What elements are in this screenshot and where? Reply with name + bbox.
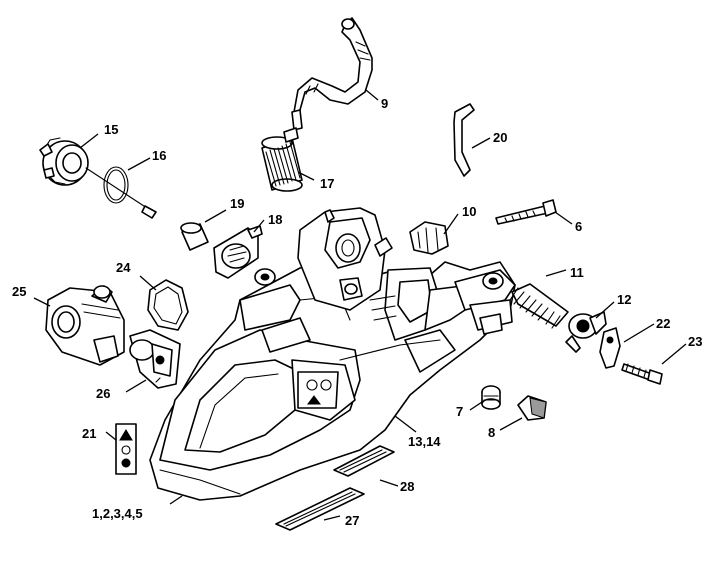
part-9-hose [291, 17, 373, 131]
callout-16: 16 [152, 148, 166, 163]
part-18-cover [213, 225, 263, 279]
part-24-gasket [147, 279, 189, 331]
part-21-label [115, 423, 137, 475]
part-26-bracket [129, 329, 181, 389]
callout-12: 12 [617, 292, 631, 307]
part-22-bracket [599, 327, 621, 369]
callout-20: 20 [493, 130, 507, 145]
part-housing [149, 207, 516, 501]
part-10-grommet [409, 221, 449, 255]
callout-15: 15 [104, 122, 118, 137]
callout-9: 9 [381, 96, 388, 111]
callout-21: 21 [82, 426, 96, 441]
callout-13-14: 13,14 [408, 434, 441, 449]
part-23-screw [621, 363, 663, 385]
callout-22: 22 [656, 316, 670, 331]
callout-26: 26 [96, 386, 110, 401]
callout-27: 27 [345, 513, 359, 528]
callout-24: 24 [116, 260, 131, 275]
part-7-fitting [481, 385, 501, 410]
part-28-strip [333, 445, 395, 477]
callout-28: 28 [400, 479, 414, 494]
part-19-sleeve [180, 222, 209, 251]
callout-7: 7 [456, 404, 463, 419]
part-25-carburetor [45, 285, 125, 366]
callout-18: 18 [268, 212, 282, 227]
callout-23: 23 [688, 334, 702, 349]
part-15-cap [39, 137, 89, 186]
part-16-ring [85, 166, 157, 219]
callout-1-5: 1,2,3,4,5 [92, 506, 143, 521]
part-17-filter [261, 127, 303, 192]
part-27-strip [275, 487, 365, 531]
callout-labels: 1,2,3,4,5 6 7 8 9 10 11 12 13,14 15 16 1… [12, 96, 702, 528]
callout-25: 25 [12, 284, 26, 299]
leader-lines [33, 89, 687, 521]
part-12-buffer [565, 311, 607, 353]
callout-17: 17 [320, 176, 334, 191]
callout-6: 6 [575, 219, 582, 234]
part-6-pin [495, 199, 557, 225]
part-8-cap [517, 395, 547, 421]
part-20-hose [453, 103, 475, 177]
callout-8: 8 [488, 425, 495, 440]
part-11-spring [509, 283, 569, 329]
callout-10: 10 [462, 204, 476, 219]
callout-11: 11 [570, 265, 584, 280]
callout-19: 19 [230, 196, 244, 211]
